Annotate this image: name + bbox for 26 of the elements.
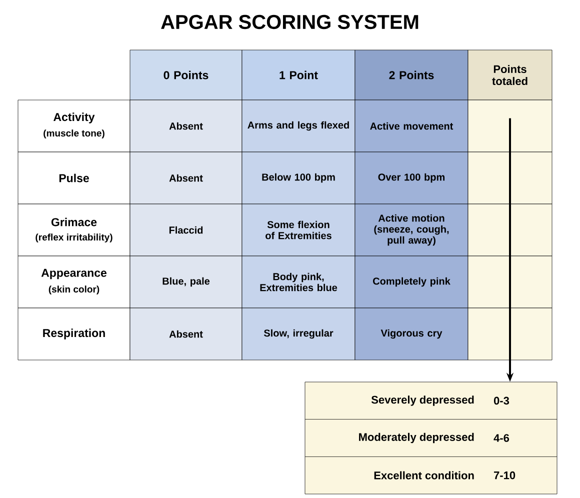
header-cell: Points totaled [468,50,552,100]
table-cell: Over 100 bpm [354,152,468,204]
header-cell: 0 Points [130,50,242,100]
table-cell: Slow, irregular [242,308,356,360]
row-label-cell: Pulse [18,152,130,204]
row-label-cell: Respiration [18,308,130,360]
table-cell: Below 100 bpm [242,152,356,204]
row-label-cell: Grimace (reflex irritability) [18,204,130,256]
row-label-cell: Activity (muscle tone) [18,100,130,152]
title: APGAR SCORING SYSTEM [161,14,418,30]
table-cell: Absent [130,100,242,152]
table-cell: Some flexion of Extremities [242,204,356,256]
table-cell: Active movement [354,100,468,152]
header-cell: 1 Point [242,50,356,100]
table-cell: Body pink, Extremities blue [242,256,356,308]
row-label-cell: Appearance (skin color) [18,256,130,308]
results-box: Severely depressed 0-3 Moderately depressed 4-6 Excellent condition 7-10 [304,382,558,494]
header-cell: 2 Points [354,50,468,100]
table-cell: Active motion (sneeze, cough, pull away) [354,204,468,256]
table-cell: Completely pink [354,256,468,308]
table-cell: Blue, pale [130,256,242,308]
table-cell: Absent [130,308,242,360]
table-cell: Vigorous cry [354,308,468,360]
table-cell: Arms and legs flexed [242,100,356,152]
table-cell: Absent [130,152,242,204]
table-cell: Flaccid [130,204,242,256]
